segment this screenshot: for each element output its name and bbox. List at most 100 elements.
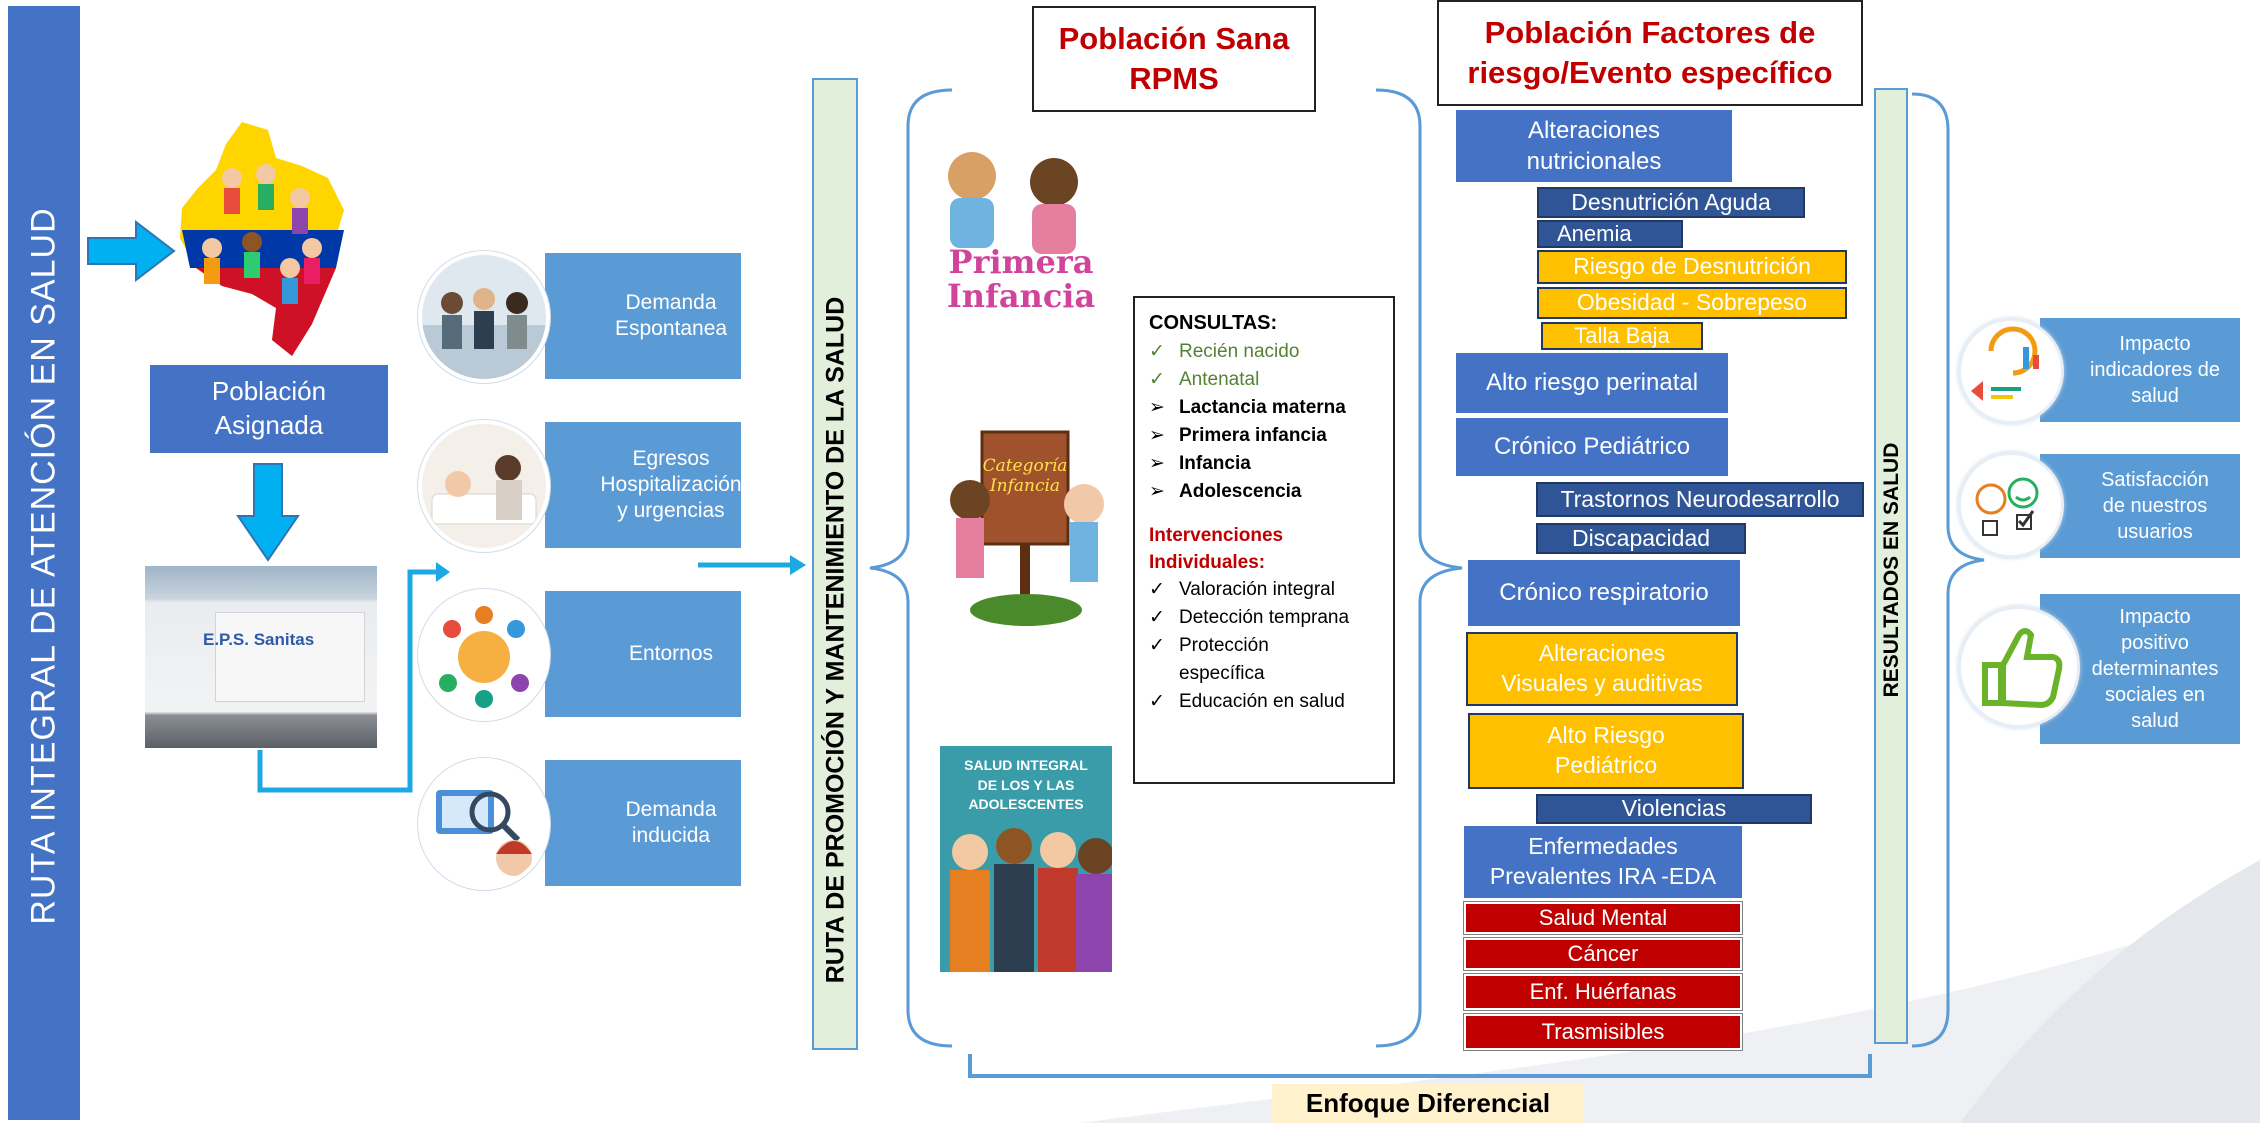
left-vertical-banner: RUTA INTEGRAL DE ATENCIÓN EN SALUD <box>8 6 80 1120</box>
consulta-item-text: Primera infancia <box>1179 425 1327 446</box>
poblacion-sana-header: Población Sana RPMS <box>1032 6 1316 112</box>
thumbs-up-icon <box>1958 606 2080 728</box>
intervencion-item: ✓Valoración integral <box>1149 576 1383 604</box>
channel-box-demanda-inducida: Demanda inducida <box>545 760 741 886</box>
risk-salud-mental: Salud Mental <box>1463 901 1743 935</box>
risk-alteraciones-visuales: Alteraciones Visuales y auditivas <box>1466 632 1738 706</box>
intervenciones-title: Intervenciones Individuales: <box>1149 525 1284 573</box>
risk-label: Talla Baja <box>1574 322 1670 348</box>
checkmark-icon: ✓ <box>1149 691 1165 712</box>
risk-cronico-pediatrico: Crónico Pediátrico <box>1456 418 1728 476</box>
infancia-sign-text: Categoría Infancia <box>982 456 1068 497</box>
outreach-icon <box>418 758 550 890</box>
checkmark-icon: ✓ <box>1149 607 1165 628</box>
checkmark-icon: ✓ <box>1149 635 1165 656</box>
primera-infancia-image: Primera Infancia <box>932 138 1110 334</box>
channel-label: Demanda Espontanea <box>614 290 728 340</box>
right-curly-bracket <box>1911 92 1985 1048</box>
consulta-item-text: Recién nacido <box>1179 341 1300 362</box>
risk-label: Crónico respiratorio <box>1499 579 1709 607</box>
eps-sign-text: E.P.S. Sanitas <box>203 630 315 649</box>
factores-riesgo-title: Población Factores de riesgo/Evento espe… <box>1467 14 1833 90</box>
risk-enf-huerfanas: Enf. Huérfanas <box>1463 973 1743 1011</box>
route-promocion-bar: RUTA DE PROMOCIÓN Y MANTENIMIENTO DE LA … <box>812 78 858 1050</box>
consulta-item: ➢ Primera infancia <box>1149 422 1383 450</box>
intervencion-item-text: Valoración integral <box>1179 579 1335 600</box>
risk-trasmisibles: Trasmisibles <box>1463 1013 1743 1051</box>
intervenciones-list: ✓Valoración integral✓Detección temprana✓… <box>1149 576 1383 716</box>
risk-obesidad: Obesidad - Sobrepeso <box>1537 287 1847 319</box>
risk-label: Trasmisibles <box>1541 1018 1665 1044</box>
arrow-to-route-icon <box>698 555 806 575</box>
result-box-indicadores: Impacto indicadores de salud <box>2040 318 2240 422</box>
risk-label: Enfermedades Prevalentes IRA -EDA <box>1489 833 1717 889</box>
eps-building-image: E.P.S. Sanitas <box>145 566 377 748</box>
community-icon <box>418 589 550 721</box>
risk-talla-baja: Talla Baja <box>1541 322 1703 350</box>
consulta-item: ➢Adolescencia <box>1149 478 1383 506</box>
consultas-box: CONSULTAS: ✓Recién nacido✓Antenatal➢Lact… <box>1133 296 1395 784</box>
enfoque-bracket <box>968 1054 1872 1078</box>
poblacion-asignada-box: Población Asignada <box>150 365 388 453</box>
arrow-down-icon <box>236 463 300 562</box>
poblacion-asignada-label: Población Asignada <box>211 376 327 440</box>
risk-cronico-respiratorio: Crónico respiratorio <box>1468 560 1740 626</box>
consulta-item: ➢Infancia <box>1149 450 1383 478</box>
risk-label: Alteraciones nutricionales <box>1526 116 1662 175</box>
risk-discapacidad: Discapacidad <box>1536 523 1746 554</box>
risk-label: Alteraciones Visuales y auditivas <box>1501 640 1703 696</box>
consulta-item-text: Antenatal <box>1179 369 1260 390</box>
risk-label: Crónico Pediátrico <box>1493 433 1691 461</box>
consulta-item-text: Infancia <box>1179 453 1251 474</box>
risk-label: Salud Mental <box>1538 904 1668 930</box>
risk-desnutricion-aguda: Desnutrición Aguda <box>1537 187 1805 218</box>
consulta-item: ✓ Antenatal <box>1149 366 1383 394</box>
waiting-room-icon <box>418 251 550 383</box>
intervencion-item: ✓ Detección temprana <box>1149 604 1383 632</box>
risk-trastornos-neurodesarrollo: Trastornos Neurodesarrollo <box>1536 482 1864 517</box>
risk-label: Anemia <box>1557 220 1632 246</box>
risk-anemia: Anemia <box>1537 220 1683 248</box>
result-label: Satisfacción de nuestros usuarios <box>2101 469 2209 543</box>
risk-alteraciones-nutricionales: Alteraciones nutricionales <box>1456 110 1732 182</box>
checkmark-icon: ✓ <box>1149 369 1165 390</box>
consulta-item: ✓ Recién nacido <box>1149 338 1383 366</box>
channel-label: Demanda inducida <box>625 797 717 847</box>
satisfaction-faces-icon <box>1958 452 2064 558</box>
arrow-right-icon <box>87 220 176 282</box>
primera-infancia-text: Primera Infancia <box>946 243 1096 315</box>
intervencion-item: ✓ Educación en salud <box>1149 688 1383 716</box>
risk-cancer: Cáncer <box>1463 937 1743 971</box>
left-curly-bracket <box>869 88 953 1048</box>
intervencion-item-text: Detección temprana <box>1179 607 1350 628</box>
risk-label: Enf. Huérfanas <box>1529 978 1677 1004</box>
channel-label: Egresos Hospitalización y urgencias <box>600 446 742 523</box>
risk-riesgo-desnutricion: Riesgo de Desnutrición <box>1537 250 1847 284</box>
checkmark-icon: ✓ <box>1149 341 1165 362</box>
charts-icon <box>1958 318 2064 424</box>
risk-label: Alto riesgo perinatal <box>1485 369 1699 397</box>
intervencion-item-text: Educación en salud <box>1179 691 1345 712</box>
consulta-item-text: Lactancia materna <box>1179 397 1346 418</box>
infancia-image: Categoría Infancia <box>946 412 1106 630</box>
enfoque-diferencial-label: Enfoque Diferencial <box>1272 1084 1584 1123</box>
intervencion-item: ✓Protección específica <box>1149 632 1383 688</box>
resultados-bar: RESULTADOS EN SALUD <box>1874 88 1908 1044</box>
channel-box-egresos: Egresos Hospitalización y urgencias <box>545 422 742 548</box>
adolescencia-image: SALUD INTEGRAL DE LOS Y LAS ADOLESCENTES <box>940 746 1112 972</box>
route-promocion-title: RUTA DE PROMOCIÓN Y MANTENIMIENTO DE LA … <box>821 296 850 984</box>
hospital-care-icon <box>418 420 550 552</box>
risk-label: Cáncer <box>1567 940 1639 966</box>
risk-label: Trastornos Neurodesarrollo <box>1560 485 1840 512</box>
result-label: Impacto positivo determinantes sociales … <box>2091 606 2219 732</box>
risk-label: Violencias <box>1621 795 1727 822</box>
colombia-map-icon <box>180 122 344 356</box>
arrow-bullet-icon: ➢ <box>1149 425 1165 446</box>
left-banner-text: RUTA INTEGRAL DE ATENCIÓN EN SALUD <box>24 207 63 925</box>
middle-curly-bracket <box>1375 88 1463 1048</box>
risk-alto-riesgo-perinatal: Alto riesgo perinatal <box>1456 353 1728 413</box>
channel-box-demanda-espontanea: Demanda Espontanea <box>545 253 741 379</box>
resultados-title: RESULTADOS EN SALUD <box>1880 442 1903 698</box>
factores-riesgo-header: Población Factores de riesgo/Evento espe… <box>1437 0 1863 106</box>
